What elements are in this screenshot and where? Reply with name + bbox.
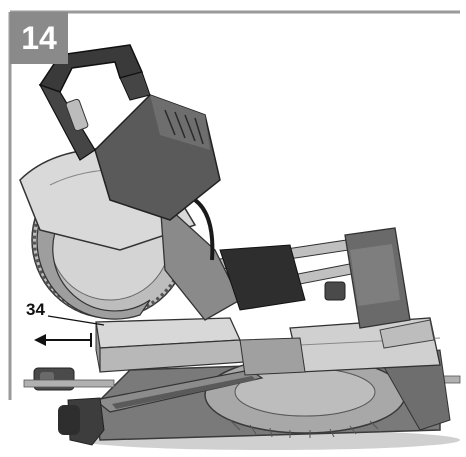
saw-fence — [95, 317, 441, 376]
saw-motor-arm — [38, 44, 306, 321]
callout-label: 34 — [26, 300, 45, 319]
callout-34-marker — [34, 315, 105, 347]
step-number-box: 14 — [10, 12, 68, 64]
saw-base — [23, 349, 461, 450]
